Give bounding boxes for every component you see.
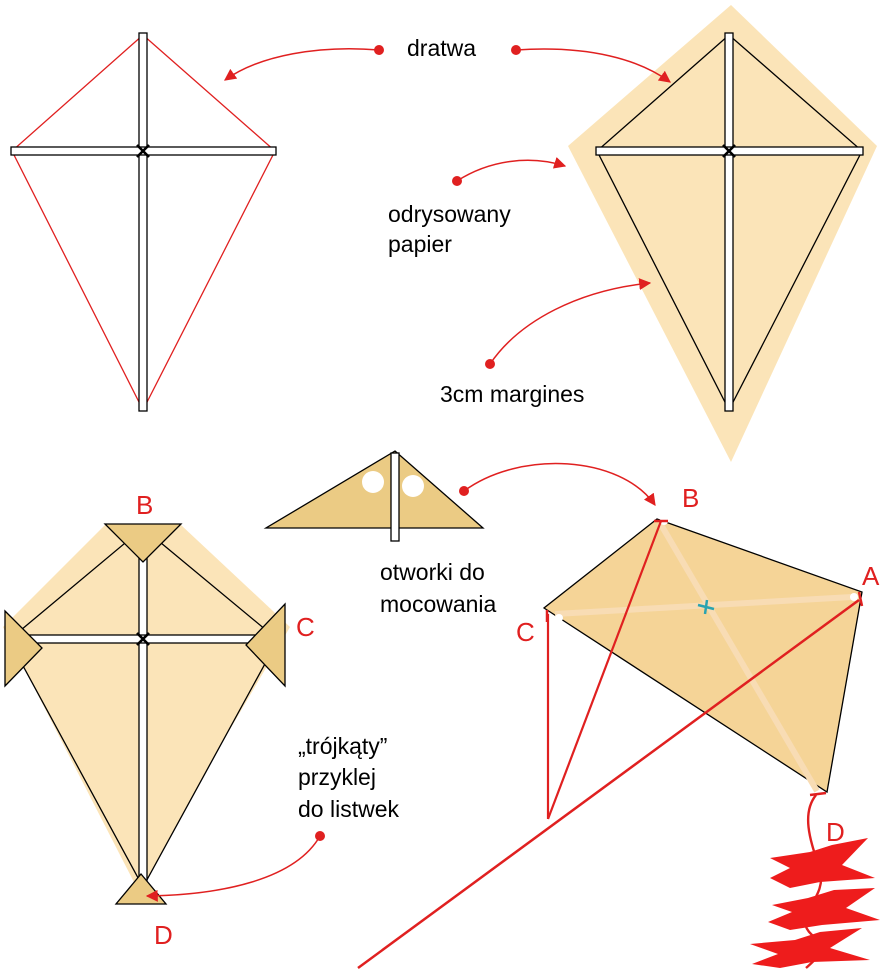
corner-triangle-right xyxy=(245,602,286,688)
corner-triangle-bottom xyxy=(114,872,168,905)
attach-mark-d xyxy=(809,791,827,797)
arrow-margin xyxy=(489,278,652,365)
point-label-c-right: C xyxy=(516,617,535,647)
arrow-traced-paper xyxy=(456,157,567,182)
kite-with-triangles xyxy=(3,523,290,905)
stick-diagonal xyxy=(657,521,820,793)
kite-frame-with-thread xyxy=(10,32,277,412)
stick-joint-cross-icon xyxy=(722,144,736,158)
vertical-stick xyxy=(724,32,734,412)
point-label-c-left: C xyxy=(296,612,315,642)
label-traced-paper-line2: papier xyxy=(388,231,452,257)
attach-mark-a xyxy=(857,591,864,607)
triangle-with-holes xyxy=(263,450,485,542)
label-holes-line1: otworki do xyxy=(380,559,485,585)
mounting-hole xyxy=(850,593,858,601)
label-triangles-line1: „trójkąty” xyxy=(298,733,387,759)
kite-body xyxy=(542,518,863,794)
label-margin: 3cm margines xyxy=(440,381,584,407)
point-label-b-left: B xyxy=(136,490,153,520)
triangle-stick xyxy=(390,452,400,542)
corner-triangle-left xyxy=(4,609,43,688)
tail-bow xyxy=(770,838,875,888)
vertical-stick xyxy=(138,32,148,412)
point-label-b-right: B xyxy=(682,483,699,513)
point-label-d-left: D xyxy=(154,920,173,950)
mounting-hole xyxy=(362,471,384,493)
label-triangles-line3: do listwek xyxy=(298,796,399,822)
tail-bow xyxy=(750,928,870,968)
mounting-hole xyxy=(555,614,563,622)
arrow-thread-left xyxy=(224,48,380,81)
stick-joint-cross-icon xyxy=(136,632,150,646)
tail-bow xyxy=(768,888,880,930)
stick-joint-cross-icon xyxy=(697,599,715,615)
label-triangles-line2: przyklej xyxy=(298,764,376,790)
kite-traced-paper xyxy=(568,5,877,462)
stick-joint-cross-icon xyxy=(136,144,150,158)
label-thread: dratwa xyxy=(407,35,476,61)
arrow-thread-right xyxy=(515,48,671,83)
arrow-holes xyxy=(463,462,656,506)
flying-line xyxy=(357,598,860,970)
finished-kite xyxy=(357,517,880,970)
point-label-d-right: D xyxy=(826,817,845,847)
bridle-line-b xyxy=(546,520,663,820)
vertical-stick xyxy=(138,526,148,890)
mounting-hole xyxy=(402,475,424,497)
point-label-a-right: A xyxy=(862,561,880,591)
arrow-triangles xyxy=(145,835,321,902)
label-holes-line2: mocowania xyxy=(380,591,497,617)
label-traced-paper-line1: odrysowany xyxy=(388,201,511,227)
corner-triangle-top xyxy=(103,523,183,563)
